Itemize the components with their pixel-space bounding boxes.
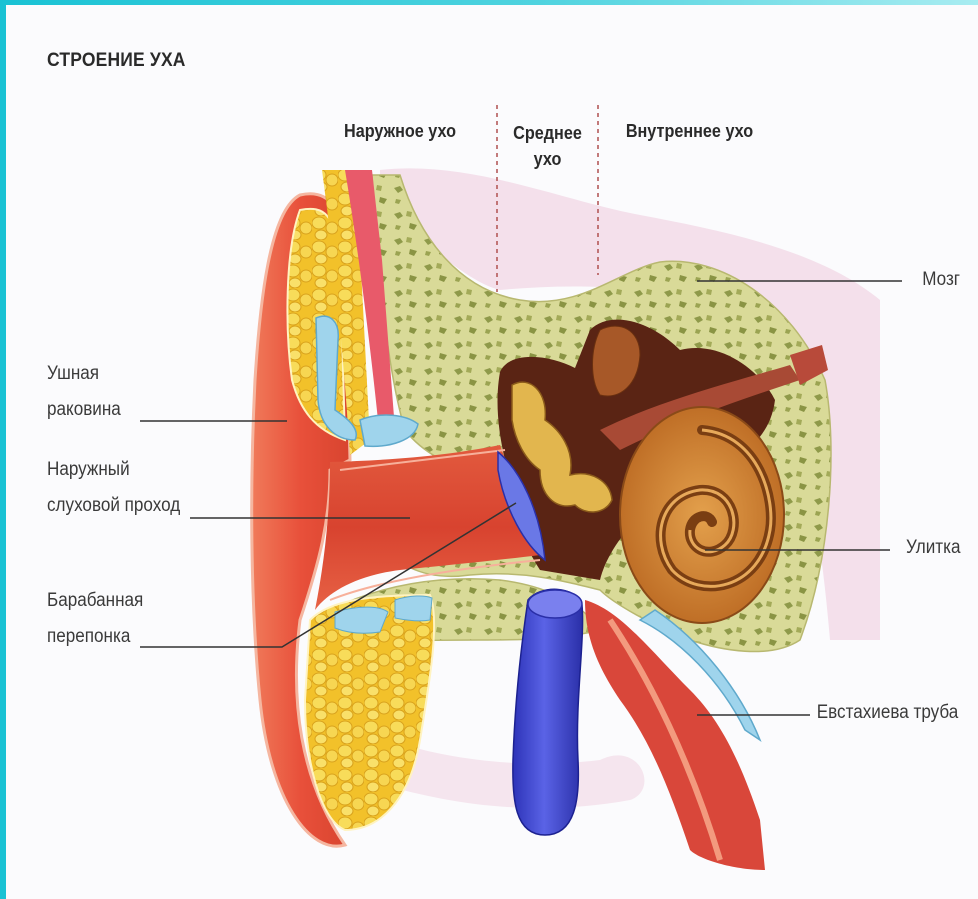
label-ear-canal-line-1: Наружный [47, 452, 180, 488]
diagram-title: СТРОЕНИЕ УХА [47, 50, 186, 72]
section-middle-ear: Среднее ухо [505, 120, 591, 172]
section-middle-ear-line-1: Среднее [505, 120, 591, 146]
label-eustachian-tube-text: Евстахиева труба [816, 702, 958, 723]
section-outer-ear: Наружное ухо [337, 118, 463, 144]
label-ear-canal: Наружный слуховой проход [47, 452, 180, 524]
label-eustachian-tube: Евстахиева труба [816, 695, 958, 731]
label-brain: Мозг [922, 262, 960, 298]
label-pinna-line-1: Ушная [47, 356, 121, 392]
label-cochlea-text: Улитка [906, 537, 960, 558]
label-pinna-line-2: раковина [47, 392, 121, 428]
section-inner-ear-label: Внутреннее ухо [626, 121, 753, 141]
label-ear-canal-line-2: слуховой проход [47, 488, 180, 524]
section-outer-ear-label: Наружное ухо [344, 121, 456, 141]
label-cochlea: Улитка [906, 530, 960, 566]
cochlea-shape [620, 407, 784, 623]
label-eardrum-line-1: Барабанная [47, 583, 143, 619]
label-eardrum-line-2: перепонка [47, 619, 143, 655]
label-eardrum: Барабанная перепонка [47, 583, 143, 655]
label-pinna: Ушная раковина [47, 356, 121, 428]
section-inner-ear: Внутреннее ухо [620, 118, 760, 144]
label-brain-text: Мозг [922, 269, 960, 290]
section-middle-ear-line-2: ухо [505, 146, 591, 172]
